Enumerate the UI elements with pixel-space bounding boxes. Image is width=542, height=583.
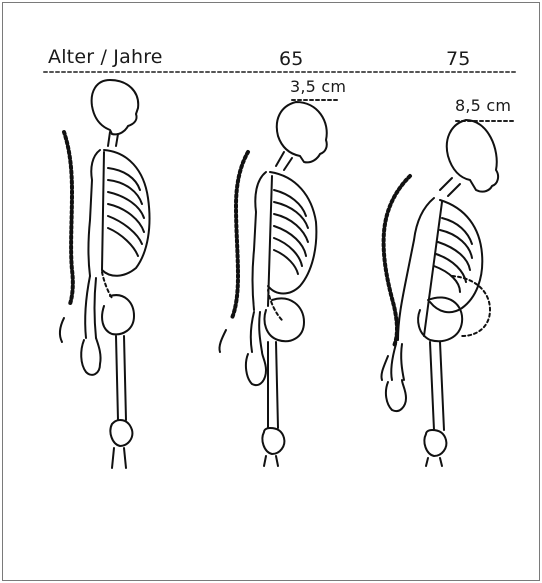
skeleton-upright bbox=[60, 80, 150, 468]
skeleton-age-65 bbox=[219, 102, 326, 466]
skeleton-age-75 bbox=[381, 120, 498, 466]
